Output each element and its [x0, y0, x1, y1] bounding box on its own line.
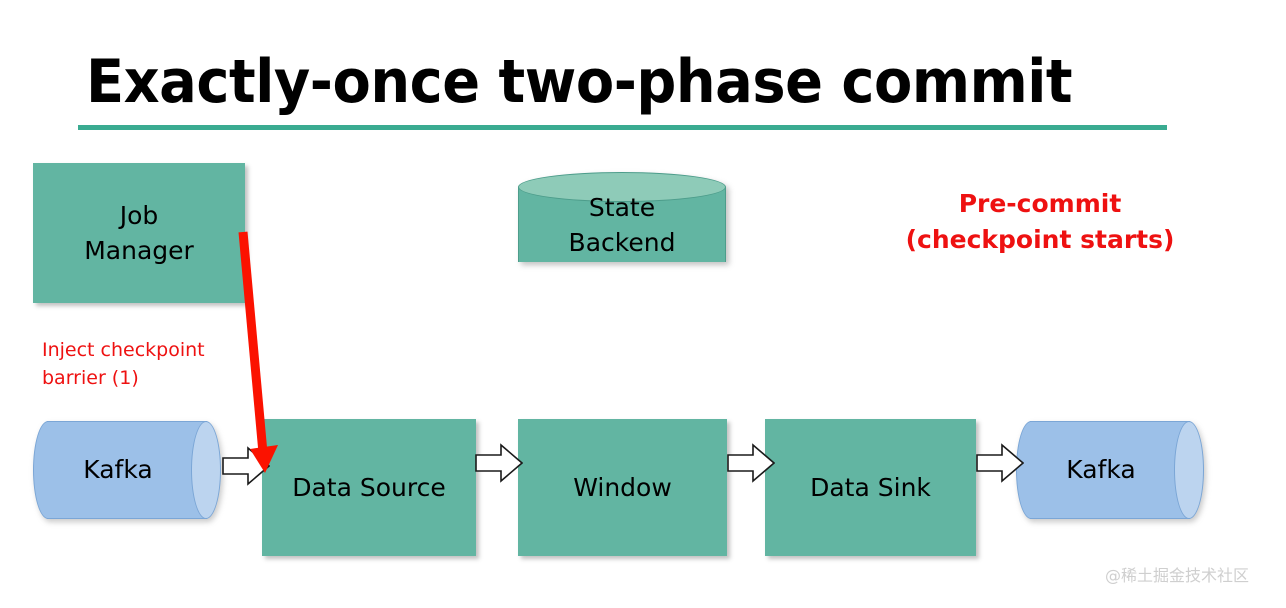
annotation-inject-barrier: Inject checkpoint barrier (1) [42, 336, 262, 392]
node-kafka-source[interactable]: Kafka [33, 421, 221, 519]
node-window[interactable]: Window [518, 419, 727, 556]
kafka-right-cap [1174, 421, 1204, 519]
flow-arrow-icon [727, 443, 775, 483]
cylinder-top-ellipse [518, 172, 726, 202]
node-kafka-source-label: Kafka [83, 455, 153, 484]
node-job-manager-line1: Job [119, 201, 159, 230]
annotation-inject-barrier-line2: barrier (1) [42, 367, 139, 389]
node-state-backend-label: State Backend [518, 190, 726, 260]
node-state-backend-line2: Backend [568, 228, 676, 257]
node-data-source-label: Data Source [292, 473, 446, 502]
flow-arrow-icon [475, 443, 523, 483]
annotation-pre-commit-line2: (checkpoint starts) [905, 225, 1175, 254]
annotation-pre-commit-line1: Pre-commit [958, 189, 1122, 218]
kafka-body [47, 421, 207, 519]
node-data-sink-label: Data Sink [810, 473, 931, 502]
node-job-manager[interactable]: Job Manager [33, 163, 245, 303]
node-job-manager-label: Job Manager [84, 198, 194, 268]
page-title: Exactly-once two-phase commit [86, 47, 1073, 117]
watermark: @稀土掘金技术社区 [1105, 566, 1250, 585]
node-data-source[interactable]: Data Source [262, 419, 476, 556]
kafka-body [1030, 421, 1190, 519]
kafka-right-cap [191, 421, 221, 519]
node-kafka-sink[interactable]: Kafka [1016, 421, 1204, 519]
node-state-backend[interactable]: State Backend [518, 172, 726, 276]
node-kafka-sink-label: Kafka [1066, 455, 1136, 484]
barrier-injection-arrow-icon [238, 231, 278, 473]
node-state-backend-line1: State [588, 193, 656, 222]
node-data-sink[interactable]: Data Sink [765, 419, 976, 556]
annotation-inject-barrier-line1: Inject checkpoint [42, 339, 205, 361]
flow-arrow-icon [976, 443, 1024, 483]
node-window-label: Window [573, 473, 672, 502]
node-job-manager-line2: Manager [84, 236, 194, 265]
title-divider [78, 125, 1167, 130]
annotation-pre-commit: Pre-commit (checkpoint starts) [880, 186, 1200, 258]
